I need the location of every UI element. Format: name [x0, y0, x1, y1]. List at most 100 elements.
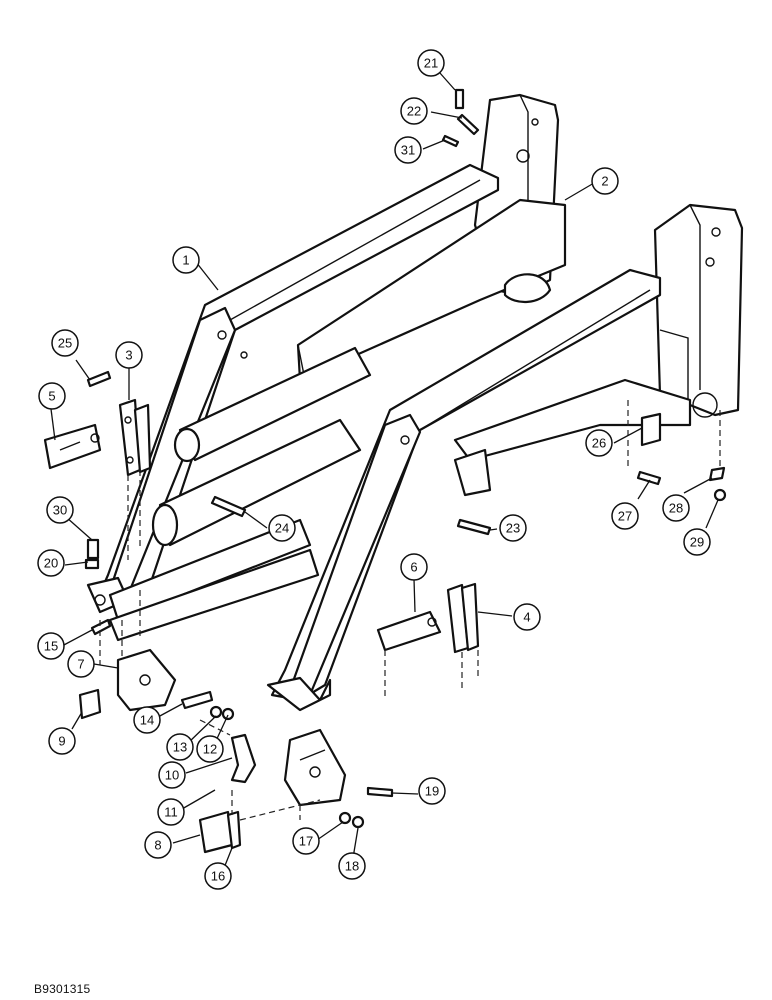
callout-circle — [418, 777, 446, 805]
callout-number: 11 — [164, 805, 178, 820]
leader-lines — [50, 63, 719, 874]
left-loader-arm — [86, 163, 500, 614]
callout-11: 11 — [157, 798, 185, 826]
callout-circle — [48, 727, 76, 755]
right-loader-arm — [266, 268, 662, 712]
callout-circle — [499, 514, 527, 542]
callout-number: 23 — [506, 521, 520, 536]
callout-24: 24 — [268, 514, 296, 542]
part-8-16-block — [198, 810, 242, 854]
callout-circle — [67, 650, 95, 678]
part-9-plate — [78, 688, 102, 720]
part-4-bracket — [446, 582, 480, 654]
part-5-bracket — [43, 423, 102, 470]
callout-number: 8 — [154, 838, 161, 853]
callout-circle — [417, 49, 445, 77]
callout-22: 22 — [400, 97, 428, 125]
callout-21: 21 — [417, 49, 445, 77]
callout-circle — [172, 246, 200, 274]
parts-12-13-nuts — [209, 705, 235, 721]
callout-number: 28 — [669, 501, 683, 516]
callout-number: 24 — [275, 521, 289, 536]
part-6-bracket — [376, 610, 442, 652]
callout-29: 29 — [683, 528, 711, 556]
callout-20: 20 — [37, 549, 65, 577]
callout-circle — [37, 549, 65, 577]
callout-circle — [662, 494, 690, 522]
callout-31: 31 — [394, 136, 422, 164]
callout-circle — [115, 341, 143, 369]
callout-number: 26 — [592, 436, 606, 451]
callout-circle — [338, 852, 366, 880]
drawing-code-label: B9301315 — [34, 982, 91, 996]
callout-number: 15 — [44, 639, 58, 654]
callout-19: 19 — [418, 777, 446, 805]
callout-circle — [37, 632, 65, 660]
callout-number: 2 — [601, 174, 608, 189]
callout-number: 19 — [425, 784, 439, 799]
callout-circle — [144, 831, 172, 859]
callout-10: 10 — [158, 761, 186, 789]
callout-number: 5 — [48, 389, 55, 404]
callout-number: 3 — [125, 348, 132, 363]
callout-25: 25 — [51, 329, 79, 357]
callout-circle — [400, 553, 428, 581]
callout-1: 1 — [172, 246, 200, 274]
callout-number: 9 — [58, 734, 65, 749]
callout-5: 5 — [38, 382, 66, 410]
callout-circle — [513, 603, 541, 631]
callout-number: 12 — [203, 742, 217, 757]
callout-number: 25 — [58, 336, 72, 351]
callout-2: 2 — [591, 167, 619, 195]
callout-9: 9 — [48, 727, 76, 755]
callout-15: 15 — [37, 632, 65, 660]
callout-28: 28 — [662, 494, 690, 522]
callout-circle — [292, 827, 320, 855]
callout-number: 1 — [182, 253, 189, 268]
callout-circle — [611, 502, 639, 530]
callout-6: 6 — [400, 553, 428, 581]
callout-number: 13 — [173, 740, 187, 755]
callout-circle — [196, 735, 224, 763]
parts-26-29-hardware — [636, 412, 727, 502]
callout-26: 26 — [585, 429, 613, 457]
callout-circle — [683, 528, 711, 556]
callout-number: 30 — [53, 503, 67, 518]
lower-right-mount — [283, 728, 347, 807]
callout-8: 8 — [144, 831, 172, 859]
cross-member — [296, 198, 692, 497]
callout-30: 30 — [46, 496, 74, 524]
callout-circle — [157, 798, 185, 826]
callout-number: 18 — [345, 859, 359, 874]
callout-23: 23 — [499, 514, 527, 542]
callout-number: 14 — [140, 713, 154, 728]
callout-18: 18 — [338, 852, 366, 880]
callout-number: 4 — [523, 610, 530, 625]
callout-number: 20 — [44, 556, 58, 571]
callout-circle — [38, 382, 66, 410]
part-7-mount — [116, 648, 177, 712]
callout-circle — [591, 167, 619, 195]
right-mast — [653, 203, 744, 418]
part-24-bolt — [210, 495, 247, 518]
part-10-handle — [230, 733, 257, 784]
callout-circle — [400, 97, 428, 125]
callout-27: 27 — [611, 502, 639, 530]
part-30-20-fittings — [84, 538, 100, 570]
callout-circle — [585, 429, 613, 457]
callout-number: 17 — [299, 834, 313, 849]
callout-number: 27 — [618, 509, 632, 524]
callout-number: 6 — [410, 560, 417, 575]
callout-16: 16 — [204, 862, 232, 890]
callout-circle — [51, 329, 79, 357]
callout-number: 10 — [165, 768, 179, 783]
callout-17: 17 — [292, 827, 320, 855]
callout-circle — [133, 706, 161, 734]
callout-4: 4 — [513, 603, 541, 631]
callout-number: 29 — [690, 535, 704, 550]
part-23-pin — [456, 518, 492, 536]
callout-number: 22 — [407, 104, 421, 119]
callout-12: 12 — [196, 735, 224, 763]
part-3-bracket — [118, 398, 152, 477]
